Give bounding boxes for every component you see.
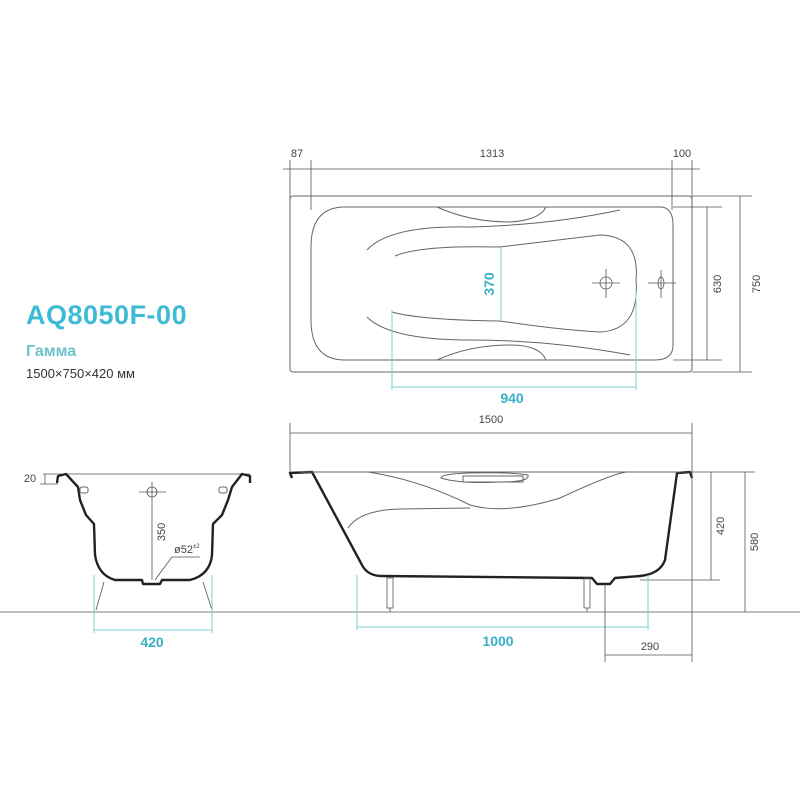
dim-rim: 20 (24, 473, 36, 485)
dim-drain-height: 350 (156, 523, 168, 541)
leg-icon (583, 577, 591, 612)
top-inner-bowl (310, 206, 674, 361)
dim-leg-spacing: 1000 (482, 633, 513, 649)
end-outline (55, 472, 252, 586)
leg-icon (386, 577, 394, 612)
dim-end-leg-spacing: 420 (140, 634, 164, 650)
overall-size: 1500×750×420 мм (26, 366, 135, 381)
bowl-contour (391, 234, 637, 333)
dim-right-offset: 100 (673, 148, 691, 160)
series-name: Гамма (26, 343, 77, 360)
dim-bottom-length: 940 (500, 390, 524, 406)
dim-inner-width: 630 (712, 275, 724, 293)
dim-length: 1500 (479, 414, 503, 426)
side-view: 1500 420 580 1000 290 (288, 414, 761, 662)
model-number: AQ8050F-00 (26, 300, 188, 330)
overflow-icon (648, 270, 676, 298)
top-view: 87 1313 100 630 750 370 940 (283, 148, 763, 406)
dim-depth: 420 (715, 517, 727, 535)
dim-left-offset: 87 (291, 148, 303, 160)
dim-drain-diameter: ø52±2 (174, 544, 200, 556)
side-outline (288, 470, 694, 586)
dim-drain-offset: 290 (641, 641, 659, 653)
drain-icon (592, 269, 620, 298)
dim-height: 580 (749, 533, 761, 551)
top-outer-rim (289, 195, 693, 373)
overflow-icon (139, 482, 166, 503)
dim-outer-width: 750 (751, 275, 763, 293)
dim-inner-length: 1313 (480, 148, 504, 160)
dim-bottom-width: 370 (481, 272, 497, 296)
leg-icon (202, 581, 213, 611)
leg-icon (95, 581, 105, 611)
end-view: 20 350 ø52±2 420 (24, 472, 252, 650)
